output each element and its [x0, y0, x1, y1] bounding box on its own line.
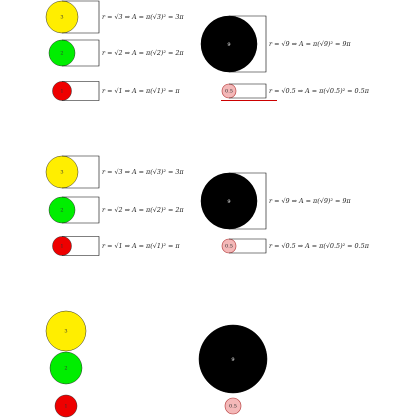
circle-r1	[54, 394, 78, 418]
circle-r2-label: 2	[60, 208, 63, 214]
circle-r1-label: 1	[64, 404, 67, 410]
circle-r05-label: 0.5	[229, 404, 237, 410]
circle-r05	[224, 397, 242, 415]
radius-frame-r05	[229, 83, 267, 99]
formula-r05: r = √0.5 ⇒ A = π(√0.5)² = 0.5π	[269, 87, 370, 95]
circle-r9	[198, 324, 268, 394]
panel-3: 3 2 1 9 0.5	[45, 310, 268, 418]
formula-r3: r = √3 ⇒ A = π(√3)² = 3π	[102, 168, 184, 176]
circle-r3-label: 3	[60, 170, 63, 176]
formula-r05: r = √0.5 ⇒ A = π(√0.5)² = 0.5π	[269, 242, 370, 250]
radius-frame-r2	[62, 196, 100, 224]
radius-frame-r9	[229, 172, 267, 230]
radius-frame-r1	[62, 81, 100, 101]
panel-2: 3 r = √3 ⇒ A = π(√3)² = 3π 2 r = √2 ⇒ A …	[45, 155, 370, 256]
circle-r3-label: 3	[64, 329, 67, 335]
circle-r05-label: 0.5	[225, 244, 233, 250]
circle-r9-label: 9	[227, 199, 230, 205]
formula-r2: r = √2 ⇒ A = π(√2)² = 2π	[102, 206, 184, 214]
radius-frame-r3	[62, 0, 100, 34]
circle-r05-label: 0.5	[225, 89, 233, 95]
circle-r2-label: 2	[64, 366, 67, 372]
formula-r2: r = √2 ⇒ A = π(√2)² = 2π	[102, 49, 184, 57]
formula-r9: r = √9 ⇒ A = π(√9)² = 9π	[269, 197, 351, 205]
circle-r9-label: 9	[227, 42, 230, 48]
panel-1: 3 r = √3 ⇒ A = π(√3)² = 3π 2 r = √2 ⇒ A …	[45, 0, 370, 101]
radius-frame-r9	[229, 15, 267, 73]
radius-frame-r3	[62, 155, 100, 189]
formula-r9: r = √9 ⇒ A = π(√9)² = 9π	[269, 40, 351, 48]
circle-r1-label: 1	[60, 89, 63, 95]
formula-r3: r = √3 ⇒ A = π(√3)² = 3π	[102, 13, 184, 21]
circle-r2	[49, 351, 83, 385]
circle-r1-label: 1	[60, 244, 63, 250]
circle-r3-label: 3	[60, 15, 63, 21]
circle-r9-label: 9	[231, 357, 234, 363]
radius-frame-r2	[62, 39, 100, 67]
circle-r2-label: 2	[60, 51, 63, 57]
radius-frame-r1	[62, 236, 100, 256]
formula-r1: r = √1 ⇒ A = π(√1)² = π	[102, 242, 180, 250]
formula-r1: r = √1 ⇒ A = π(√1)² = π	[102, 87, 180, 95]
circle-r3	[45, 310, 87, 352]
radius-frame-r05	[229, 238, 267, 254]
